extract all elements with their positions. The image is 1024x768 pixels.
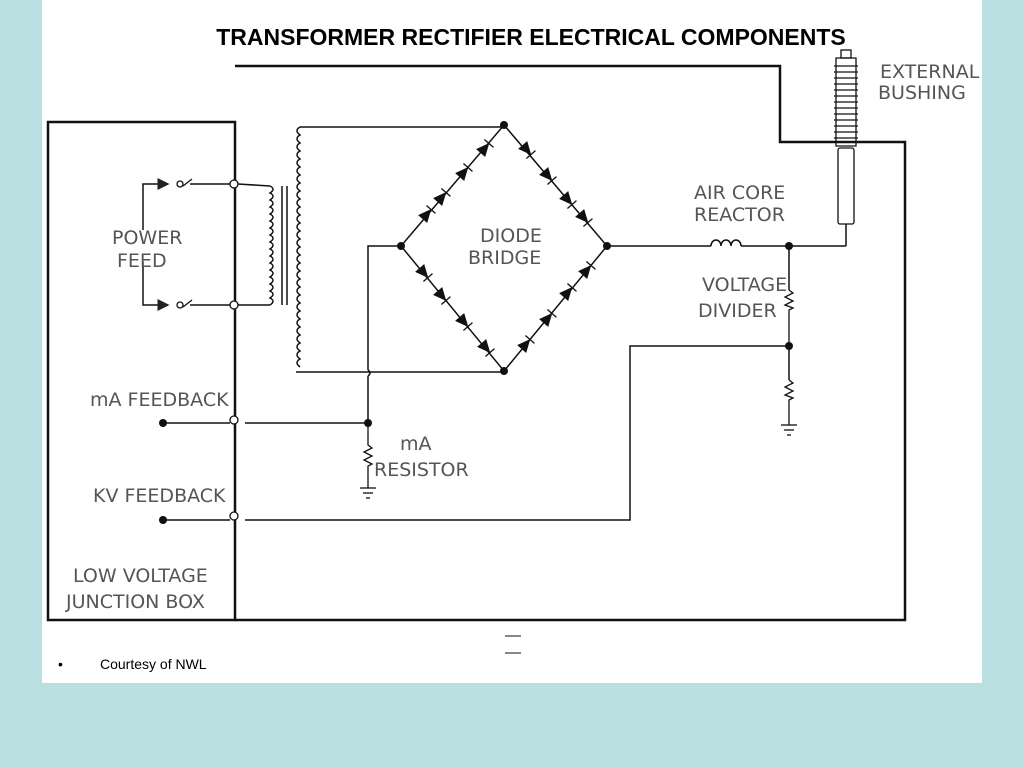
bullet: •: [58, 656, 63, 672]
label-voltage-divider-2: DIVIDER: [698, 300, 777, 322]
power-feed-line-top: [142, 178, 170, 230]
terminal: [229, 179, 239, 189]
air-core-reactor-symbol: [710, 239, 742, 247]
label-power-feed-2: FEED: [117, 250, 167, 272]
label-ma-feedback: mA FEEDBACK: [90, 389, 229, 411]
label-air-core-reactor-1: AIR CORE: [694, 182, 785, 204]
label-power-feed-1: POWER: [112, 227, 182, 249]
label-air-core-reactor-2: REACTOR: [694, 204, 785, 226]
label-diode-bridge-1: DIODE: [480, 225, 542, 247]
divider-resistor-upper: [783, 289, 795, 346]
label-ma-resistor-1: mA: [400, 433, 432, 455]
power-feed-line-bottom: [142, 262, 170, 311]
label-ma-resistor-2: RESISTOR: [374, 459, 469, 481]
main-tank-outline: [235, 64, 907, 622]
slide-background: [42, 0, 982, 683]
caption-text: Courtesy of NWL: [100, 656, 207, 672]
diodes: [415, 139, 596, 357]
terminal: [229, 300, 239, 310]
junction-box-outline: [46, 120, 237, 622]
label-external-bushing-1: EXTERNAL: [880, 61, 980, 83]
label-kv-feedback: KV FEEDBACK: [93, 485, 226, 507]
terminal: [229, 511, 239, 521]
junction-dots: [159, 121, 793, 524]
primary-winding: [268, 185, 274, 306]
label-low-voltage-2: JUNCTION BOX: [65, 591, 205, 613]
divider-resistor-lower: [783, 379, 795, 425]
caption: • Courtesy of NWL: [58, 656, 207, 672]
secondary-winding: [296, 126, 302, 368]
label-low-voltage-1: LOW VOLTAGE: [73, 565, 208, 587]
page-title: TRANSFORMER RECTIFIER ELECTRICAL COMPONE…: [216, 24, 846, 50]
external-bushing-symbol: [834, 49, 858, 225]
terminal: [229, 415, 239, 425]
label-external-bushing-2: BUSHING: [878, 82, 966, 104]
label-voltage-divider-1: VOLTAGE: [702, 274, 787, 296]
label-diode-bridge-2: BRIDGE: [468, 247, 541, 269]
ma-resistor-symbol: [362, 423, 374, 488]
